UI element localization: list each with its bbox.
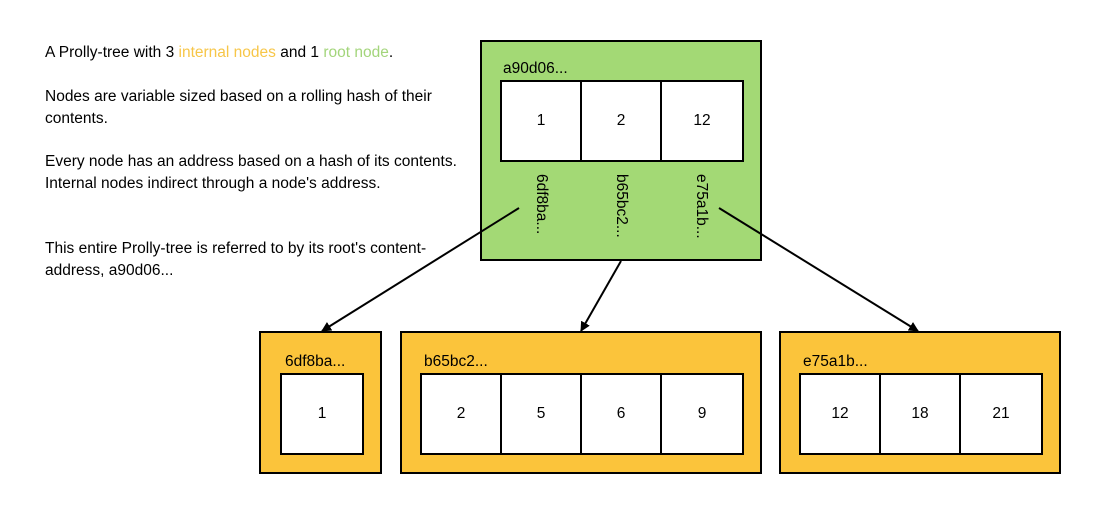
internal-node-value: 12 [801, 375, 881, 453]
internal-node-cells: 12 18 21 [799, 373, 1043, 455]
root-node-value: 1 [502, 82, 582, 160]
internal-node-address: 6df8ba... [285, 353, 346, 370]
address-paragraph: Every node has an address based on a has… [45, 153, 457, 192]
internal-node: b65bc2... 2 5 6 9 [400, 331, 762, 474]
intro-prefix: A Prolly-tree with 3 [45, 44, 179, 61]
intro-middle: and 1 [275, 44, 324, 61]
root-node-cells: 1 2 12 [500, 80, 744, 162]
root-pointer-label: e75a1b... [693, 174, 710, 239]
variable-size-paragraph: Nodes are variable sized based on a roll… [45, 88, 432, 127]
internal-node: 6df8ba... 1 [259, 331, 382, 474]
internal-nodes-label: internal nodes [178, 44, 276, 61]
internal-node-cells: 1 [280, 373, 364, 455]
internal-node-value: 1 [317, 405, 327, 422]
root-pointer-label: b65bc2... [613, 174, 630, 238]
internal-node-value: 6 [582, 375, 662, 453]
internal-node-value: 21 [992, 405, 1010, 422]
internal-node-value: 18 [881, 375, 961, 453]
root-pointer-label: 6df8ba... [533, 174, 550, 235]
root-node-value: 2 [582, 82, 662, 160]
root-reference-paragraph: This entire Prolly-tree is referred to b… [45, 240, 427, 279]
intro-line: A Prolly-tree with 3 internal nodes and … [45, 42, 393, 64]
internal-node-address: b65bc2... [424, 353, 488, 370]
root-node: a90d06... 1 2 12 6df8ba... b65bc2... e75… [480, 40, 762, 261]
internal-node-address: e75a1b... [803, 353, 868, 370]
root-node-label: root node [323, 44, 389, 61]
intro-suffix: . [388, 44, 394, 61]
internal-node-value: 2 [422, 375, 502, 453]
root-node-address: a90d06... [503, 60, 568, 77]
internal-node-value: 9 [697, 405, 707, 422]
arrow-to-b65bc2 [580, 260, 622, 332]
root-node-value: 12 [693, 112, 711, 129]
internal-node-value: 5 [502, 375, 582, 453]
internal-node-cells: 2 5 6 9 [420, 373, 744, 455]
internal-node: e75a1b... 12 18 21 [779, 331, 1061, 474]
